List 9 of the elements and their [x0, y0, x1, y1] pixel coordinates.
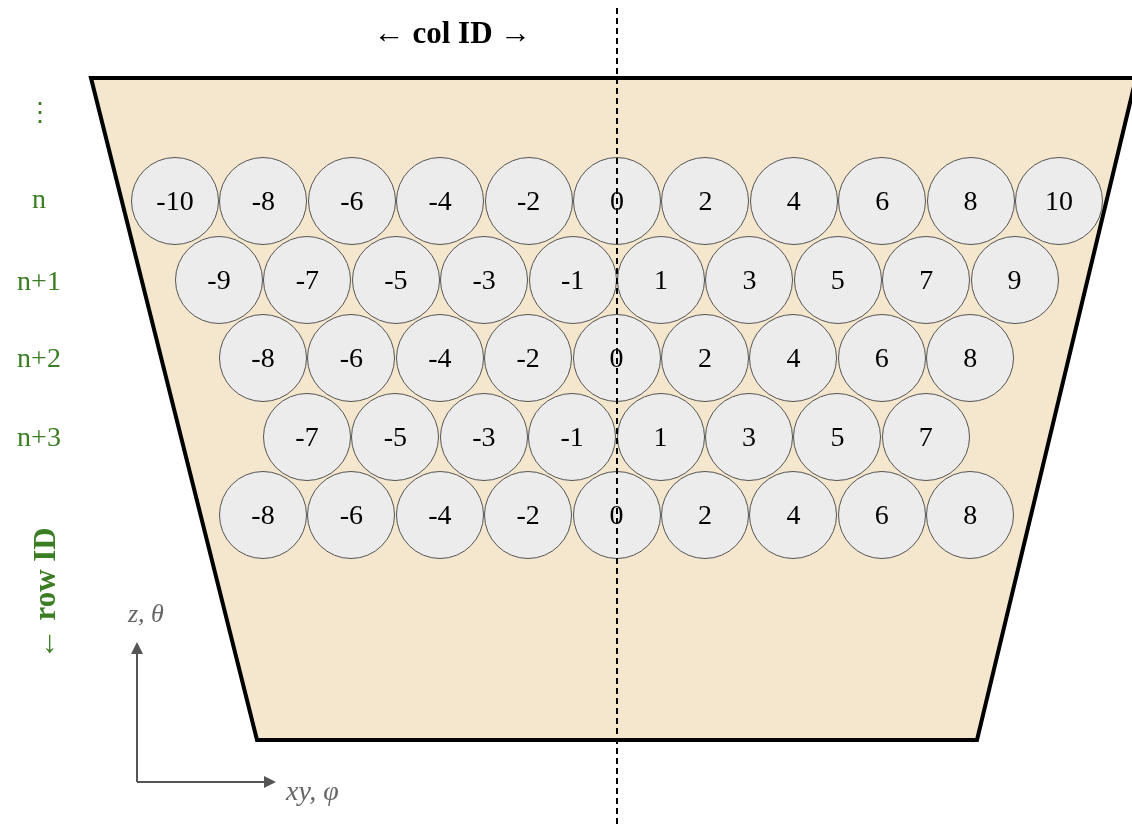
- row-label: n: [31, 182, 47, 216]
- axis-label: xy, φ: [286, 774, 339, 808]
- ellipsis: ⋮: [26, 100, 54, 126]
- axis-title: ← row ID: [25, 526, 63, 662]
- row-label: n+1: [16, 264, 62, 298]
- axis-label: z, θ: [128, 598, 164, 630]
- row-label: n+3: [16, 420, 62, 454]
- axis-title: ← col ID →: [372, 14, 533, 52]
- row-label: n+2: [16, 341, 62, 375]
